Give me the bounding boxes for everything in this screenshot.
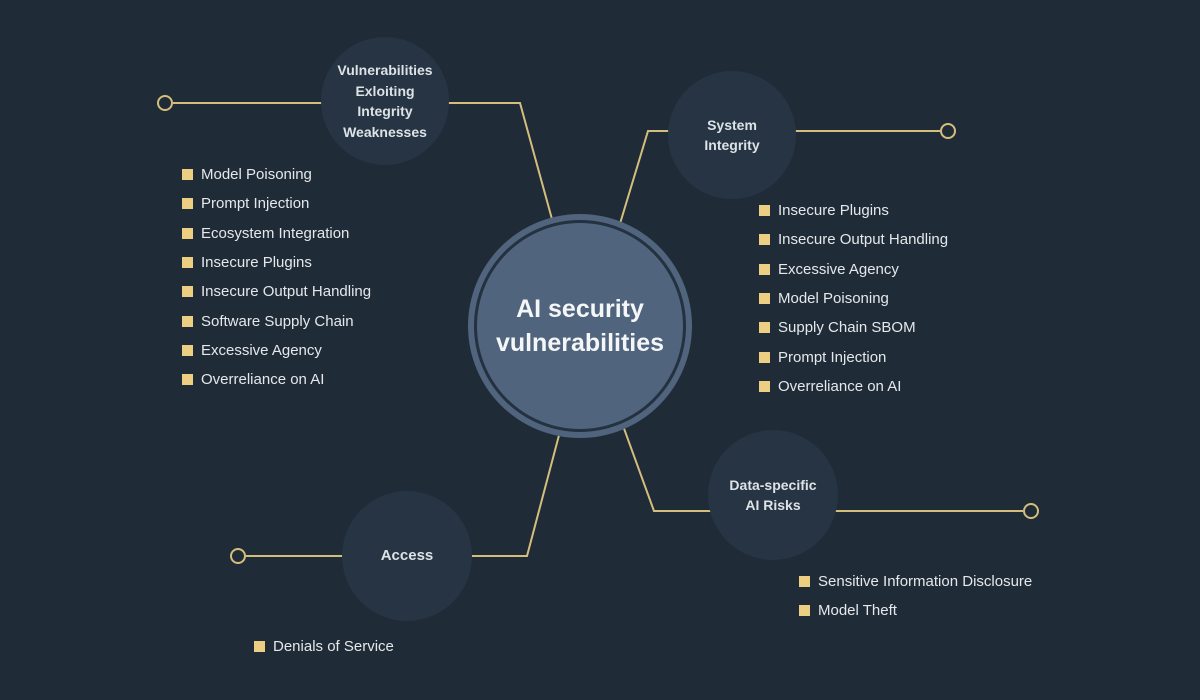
bullet-square-icon — [182, 374, 193, 386]
branch-label-line: Data-specific — [729, 476, 817, 493]
bullet-square-icon — [759, 322, 770, 334]
bullet-square-icon — [182, 315, 193, 327]
list-item-label: Insecure Output Handling — [201, 283, 372, 301]
bullet-square-icon — [254, 641, 265, 653]
list-item-label: Software Supply Chain — [201, 312, 354, 330]
list-item: Software Supply Chain — [182, 306, 371, 335]
list-item: Insecure Plugins — [759, 196, 948, 225]
list-item: Model Poisoning — [759, 284, 948, 313]
branch-label-line: Exloiting — [355, 82, 415, 99]
central-node-title-line: AI security — [516, 295, 644, 323]
bullet-square-icon — [759, 263, 770, 275]
bullet-square-icon — [799, 605, 810, 617]
list-item: Insecure Output Handling — [759, 225, 948, 254]
list-item: Insecure Plugins — [182, 248, 371, 277]
branch-node-access: Access — [342, 491, 472, 621]
bullet-square-icon — [759, 293, 770, 305]
branch-label-line: Vulnerabilities — [337, 62, 433, 78]
list-item: Sensitive Information Disclosure — [799, 567, 1032, 596]
connector-access — [246, 389, 572, 557]
list-item-label: Model Poisoning — [778, 290, 889, 308]
list-item-label: Ecosystem Integration — [201, 224, 350, 242]
connector-integrity-weaknesses — [173, 102, 567, 271]
endpoint-circle-bottom-right — [1023, 503, 1039, 519]
bullet-square-icon — [759, 205, 770, 217]
list-item-label: Insecure Output Handling — [778, 231, 949, 249]
branch-label-line: Weaknesses — [343, 123, 427, 140]
branch-label-line: Access — [380, 546, 434, 564]
endpoint-circle-top-left — [157, 95, 173, 111]
list-system-integrity: Insecure Plugins Insecure Output Handlin… — [759, 196, 948, 401]
list-item: Overreliance on AI — [182, 365, 371, 394]
branch-label-line: Integrity — [704, 137, 760, 153]
endpoint-circle-top-right — [940, 123, 956, 139]
bullet-square-icon — [182, 169, 193, 181]
branch-node-data-specific-ai-risks: Data-specific AI Risks — [708, 430, 838, 560]
list-item-label: Supply Chain SBOM — [778, 319, 916, 337]
list-data-specific-ai-risks: Sensitive Information Disclosure Model T… — [799, 567, 1032, 626]
list-item: Overreliance on AI — [759, 372, 948, 401]
bullet-square-icon — [182, 344, 193, 356]
list-item-label: Excessive Agency — [201, 341, 322, 359]
list-item: Excessive Agency — [759, 255, 948, 284]
bullet-square-icon — [182, 198, 193, 210]
list-item: Model Theft — [799, 596, 1032, 625]
list-item-label: Prompt Injection — [201, 195, 310, 213]
list-item: Prompt Injection — [759, 342, 948, 371]
list-item-label: Model Theft — [818, 602, 897, 620]
list-access: Denials of Service — [254, 632, 394, 661]
branch-node-system-integrity: System Integrity — [668, 71, 796, 199]
list-item: Insecure Output Handling — [182, 277, 371, 306]
branch-node-integrity-weaknesses: Vulnerabilities Exloiting Integrity Weak… — [321, 37, 449, 165]
branch-label-line: System — [707, 116, 757, 133]
list-item-label: Sensitive Information Disclosure — [818, 573, 1033, 591]
bullet-square-icon — [799, 576, 810, 588]
branch-label-line: AI Risks — [745, 497, 801, 513]
list-item-label: Insecure Plugins — [778, 202, 889, 220]
bullet-square-icon — [759, 380, 770, 392]
list-item: Prompt Injection — [182, 189, 371, 218]
list-item: Denials of Service — [254, 632, 394, 661]
central-node-title-line: vulnerabilities — [495, 329, 665, 357]
bullet-square-icon — [182, 227, 193, 239]
list-item-label: Excessive Agency — [778, 260, 899, 278]
endpoint-circle-bottom-left — [230, 548, 246, 564]
connector-data-specific — [609, 389, 1023, 512]
list-item-label: Model Poisoning — [201, 166, 312, 184]
list-item: Supply Chain SBOM — [759, 313, 948, 342]
bullet-square-icon — [182, 286, 193, 298]
list-item: Excessive Agency — [182, 336, 371, 365]
list-item: Ecosystem Integration — [182, 219, 371, 248]
bullet-square-icon — [759, 234, 770, 246]
list-item-label: Denials of Service — [273, 638, 394, 656]
central-node: AI security vulnerabilities — [468, 214, 692, 438]
bullet-square-icon — [759, 351, 770, 363]
list-item-label: Overreliance on AI — [201, 371, 325, 389]
branch-label-line: Integrity — [357, 103, 413, 119]
list-item-label: Insecure Plugins — [201, 254, 312, 272]
list-item-label: Prompt Injection — [778, 348, 887, 366]
list-item: Model Poisoning — [182, 160, 371, 189]
list-item-label: Overreliance on AI — [778, 377, 902, 395]
list-integrity-weaknesses: Model Poisoning Prompt Injection Ecosyst… — [182, 160, 371, 394]
bullet-square-icon — [182, 257, 193, 269]
